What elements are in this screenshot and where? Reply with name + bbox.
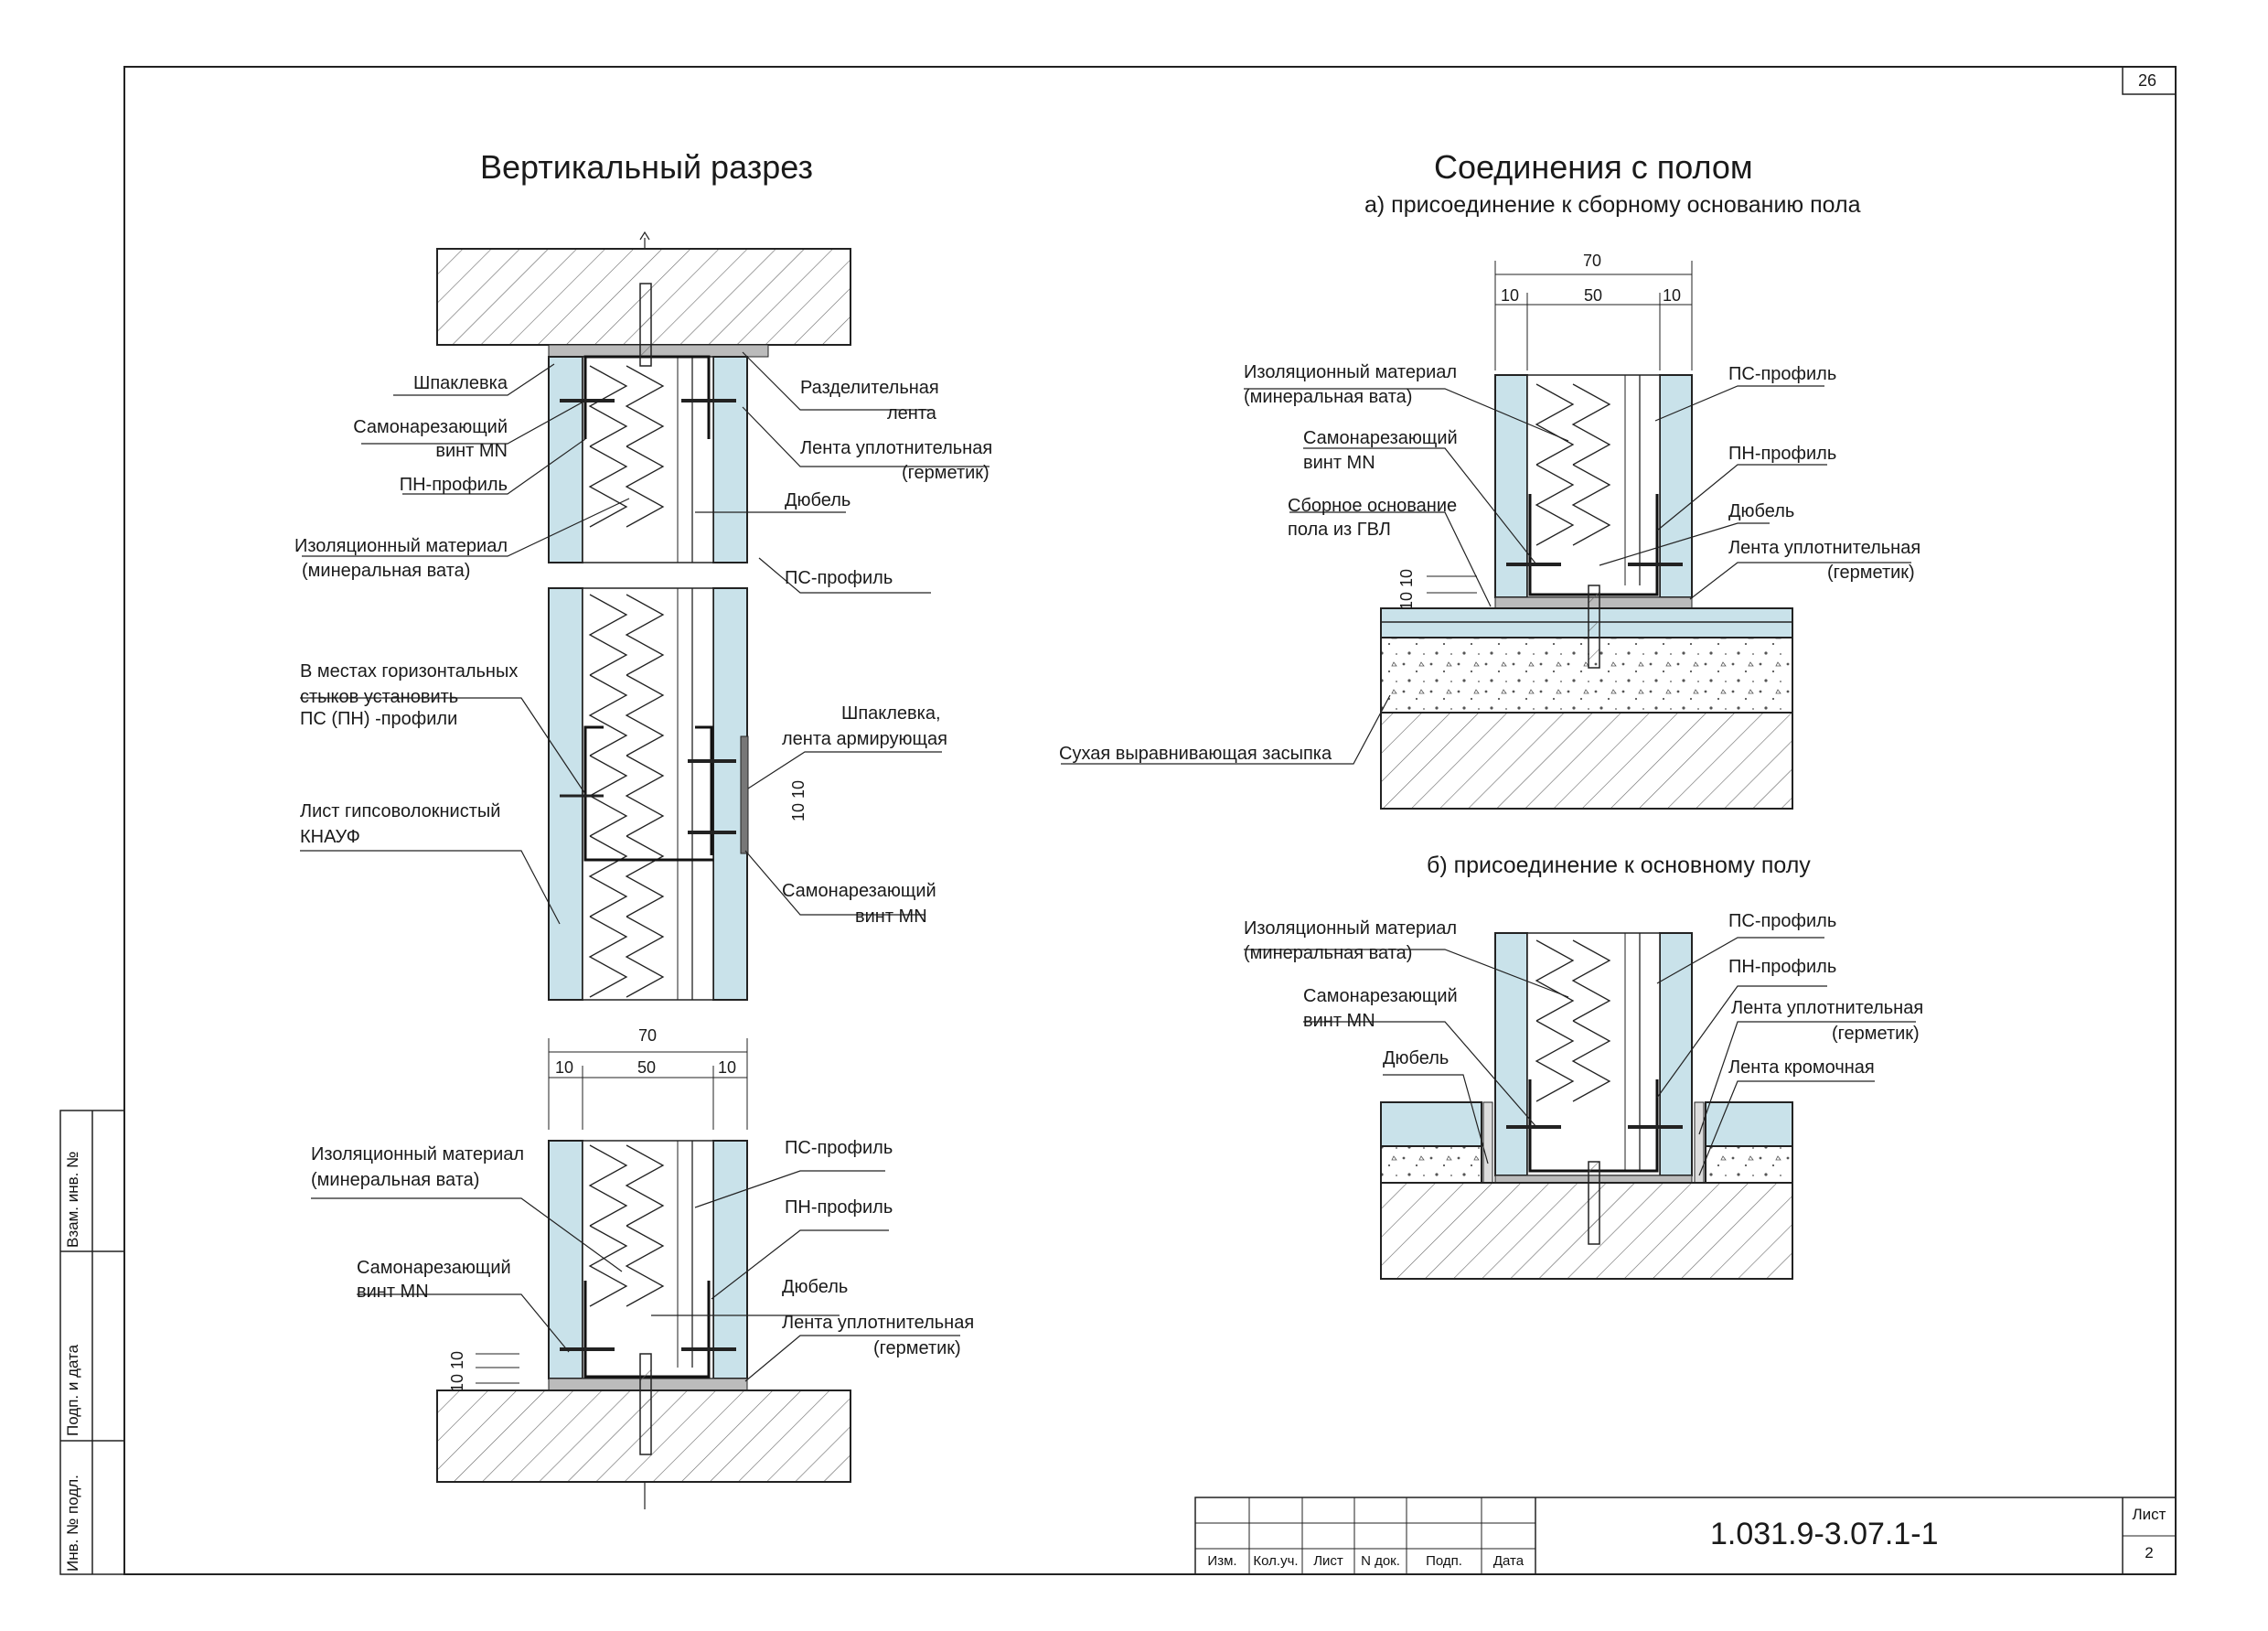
- sheet-label: Лист: [2132, 1506, 2166, 1523]
- left-bottom-section: [436, 1038, 851, 1509]
- lbl-b-vint-b: винт MN: [357, 1282, 429, 1302]
- lbl-rb-lenta-a: Лента уплотнительная: [1731, 998, 1924, 1018]
- right-title: Соединения с полом: [1434, 148, 1753, 186]
- lbl-shp2-a: Шпаклевка,: [841, 703, 941, 724]
- lbl-vint2-a: Самонарезающий: [782, 881, 936, 901]
- lbl-b-dubel: Дюбель: [782, 1277, 849, 1297]
- lbl-shpaklevka: Шпаклевка: [413, 373, 508, 393]
- tb-col-list: Лист: [1313, 1553, 1343, 1569]
- lbl-ra-vint-b: винт MN: [1303, 453, 1375, 473]
- lbl-b-dim-right: 10: [718, 1058, 737, 1077]
- lbl-ra-pn: ПН-профиль: [1728, 444, 1837, 464]
- lbl-ra-vint-a: Самонарезающий: [1303, 428, 1458, 448]
- stamp-vzam-inv: Взам. инв. №: [64, 1151, 81, 1248]
- lbl-ra-osn-b: пола из ГВЛ: [1288, 520, 1391, 540]
- tb-col-ndok: N док.: [1361, 1553, 1400, 1569]
- lbl-b-dim-total: 70: [638, 1026, 658, 1045]
- lbl-rb-vint-b: винт MN: [1303, 1011, 1375, 1031]
- lbl-styk-a: В местах горизонтальных: [300, 661, 519, 681]
- lbl-b-vint-a: Самонарезающий: [357, 1258, 511, 1278]
- lbl-rb-lenta-b: (герметик): [1832, 1024, 1920, 1044]
- lbl-styk-c: ПС (ПН) -профили: [300, 709, 458, 729]
- left-top-section: [436, 231, 851, 563]
- lbl-izol-a: Изоляционный материал: [294, 536, 508, 556]
- lbl-izol-b: (минеральная вата): [302, 561, 471, 581]
- lbl-ps: ПС-профиль: [785, 568, 893, 588]
- right-b-section: [1380, 932, 1793, 1280]
- lbl-vint1-a: Самонарезающий: [353, 417, 508, 437]
- lbl-dubel: Дюбель: [785, 490, 851, 510]
- stamp-podp-data: Подп. и дата: [64, 1344, 81, 1436]
- lbl-ra-dim-mid: 50: [1584, 286, 1603, 305]
- lbl-ra-dim-1010: 10 10: [1397, 568, 1416, 610]
- lbl-lenta-b: (герметик): [902, 463, 990, 483]
- right-a-subtitle: а) присоединение к сборному основанию по…: [1364, 192, 1861, 218]
- lbl-b-pn: ПН-профиль: [785, 1197, 893, 1218]
- lbl-vint2-b: винт MN: [855, 907, 927, 927]
- lbl-mid-dim-1010: 10 10: [789, 779, 808, 821]
- sheet-number: 2: [2145, 1544, 2154, 1561]
- lbl-vint1-b: винт MN: [435, 441, 508, 461]
- lbl-list-b: КНАУФ: [300, 827, 360, 847]
- lbl-b-izol-b: (минеральная вата): [311, 1170, 480, 1190]
- stamp-inv-podl: Инв. № подл.: [64, 1475, 81, 1572]
- lbl-ra-lenta-a: Лента уплотнительная: [1728, 538, 1921, 558]
- lbl-lenta-a: Лента уплотнительная: [800, 438, 993, 458]
- lbl-b-lenta-a: Лента уплотнительная: [782, 1313, 975, 1333]
- lbl-b-dim-1010: 10 10: [448, 1350, 466, 1392]
- lbl-b-dim-mid: 50: [637, 1058, 657, 1077]
- lbl-ra-ps: ПС-профиль: [1728, 364, 1837, 384]
- page-number: 26: [2138, 71, 2157, 90]
- left-title: Вертикальный разрез: [480, 148, 813, 186]
- lbl-razd-b: лента: [887, 403, 936, 424]
- lbl-styk-b: стыков установить: [300, 687, 459, 707]
- lbl-rb-izol-a: Изоляционный материал: [1244, 918, 1458, 939]
- tb-col-data: Дата: [1492, 1553, 1524, 1569]
- lbl-pn: ПН-профиль: [399, 475, 508, 495]
- lbl-rb-kromka: Лента кромочная: [1728, 1057, 1875, 1078]
- lbl-rb-izol-b: (минеральная вата): [1244, 943, 1413, 963]
- lbl-razd-a: Разделительная: [800, 378, 939, 398]
- lbl-ra-dubel: Дюбель: [1728, 501, 1795, 521]
- lbl-rb-pn: ПН-профиль: [1728, 957, 1837, 977]
- left-middle-section: [548, 587, 749, 1001]
- tb-col-podp: Подп.: [1426, 1553, 1462, 1569]
- lbl-ra-dim-total: 70: [1583, 252, 1602, 270]
- lbl-ra-izol-b: (минеральная вата): [1244, 387, 1413, 407]
- lbl-b-lenta-b: (герметик): [873, 1338, 961, 1358]
- leader-lines: [300, 351, 1916, 1382]
- lbl-rb-vint-a: Самонарезающий: [1303, 986, 1458, 1006]
- lbl-ra-dim-right: 10: [1663, 286, 1682, 305]
- lbl-rb-ps: ПС-профиль: [1728, 911, 1837, 931]
- lbl-ra-zasypka: Сухая выравнивающая засыпка: [1059, 744, 1332, 764]
- lbl-b-izol-a: Изоляционный материал: [311, 1144, 525, 1164]
- lbl-list-a: Лист гипсоволокнистый: [300, 801, 501, 821]
- lbl-ra-dim-left: 10: [1501, 286, 1520, 305]
- document-code: 1.031.9-3.07.1-1: [1710, 1517, 1939, 1551]
- right-a-section: [1380, 261, 1793, 810]
- sheet-frame: [59, 66, 2177, 1575]
- tb-col-koluch: Кол.уч.: [1253, 1553, 1299, 1569]
- lbl-ra-izol-a: Изоляционный материал: [1244, 362, 1458, 382]
- lbl-ra-lenta-b: (герметик): [1827, 563, 1915, 583]
- tb-col-izm: Изм.: [1207, 1553, 1237, 1569]
- lbl-rb-dubel: Дюбель: [1383, 1048, 1450, 1068]
- right-b-subtitle: б) присоединение к основному полу: [1427, 853, 1811, 878]
- lbl-ra-osn-a: Сборное основание: [1288, 496, 1458, 516]
- lbl-b-dim-left: 10: [555, 1058, 574, 1077]
- lbl-shp2-b: лента армирующая: [782, 729, 947, 749]
- lbl-b-ps: ПС-профиль: [785, 1138, 893, 1158]
